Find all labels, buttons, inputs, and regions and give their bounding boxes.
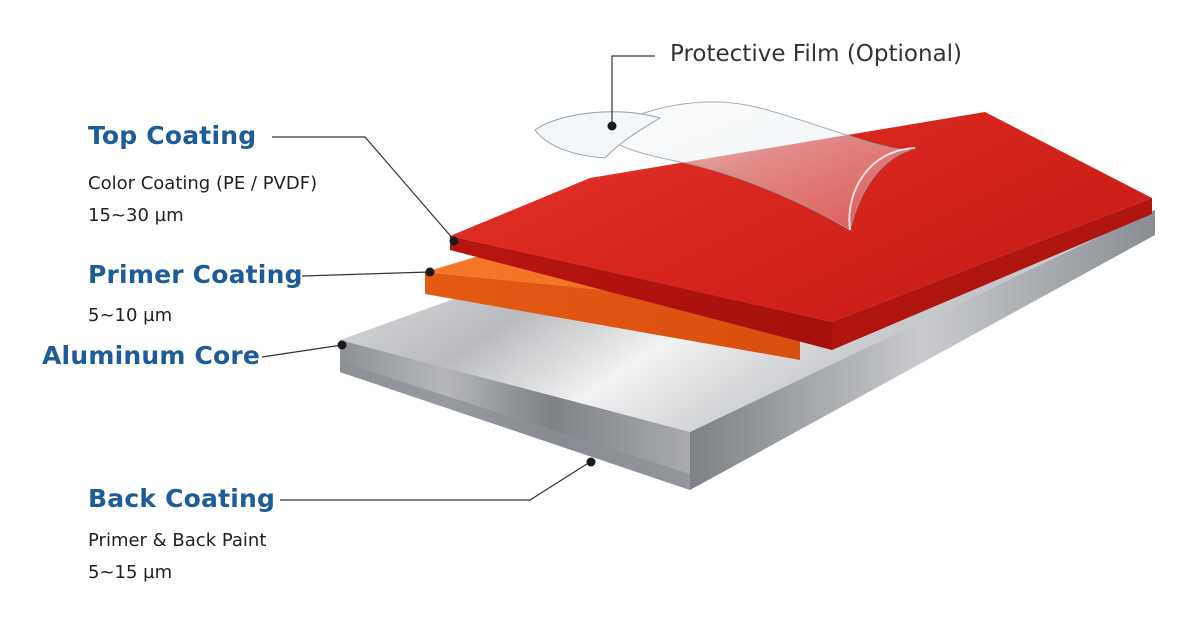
back-coating-title: Back Coating [88, 484, 276, 513]
protective-film-sheet [599, 101, 911, 231]
dot-top-coating [449, 236, 459, 246]
dot-protective-film [607, 121, 617, 131]
dot-aluminum-core [337, 340, 347, 350]
top-coating-thickness: 15~30 µm [88, 205, 184, 226]
protective-film-curl-edge [848, 147, 916, 231]
protective-film-label: Protective Film (Optional) [670, 41, 963, 67]
back-coating-edge [340, 362, 690, 490]
top-coating-side-face [832, 198, 1152, 350]
leader-lines [261, 55, 655, 501]
primer-front-face [425, 272, 800, 360]
leader-dots [337, 121, 617, 467]
top-coating-detail: Color Coating (PE / PVDF) [88, 173, 318, 194]
leader-line-primer-coating [301, 271, 431, 277]
leader-line-back-coating [280, 461, 591, 501]
dot-back-coating [586, 457, 596, 467]
top-coating-layer [450, 112, 1152, 350]
dot-primer-coating [425, 267, 435, 277]
primer-coating-title: Primer Coating [88, 260, 303, 289]
leader-line-protective-film [611, 55, 655, 125]
leader-line-top-coating [272, 136, 455, 241]
top-coating-top-face [450, 112, 1152, 322]
back-coating-detail: Primer & Back Paint [88, 530, 267, 551]
primer-coating-thickness: 5~10 µm [88, 305, 173, 326]
protective-film-curl [534, 111, 662, 159]
top-coating-front-face [450, 236, 832, 350]
protective-film [534, 101, 916, 231]
aluminum-core-side-face [690, 210, 1155, 490]
top-coating-title: Top Coating [88, 121, 257, 150]
back-coating-thickness: 5~15 µm [88, 562, 173, 583]
leader-line-aluminum-core [261, 344, 343, 358]
aluminum-core-title: Aluminum Core [42, 341, 261, 370]
